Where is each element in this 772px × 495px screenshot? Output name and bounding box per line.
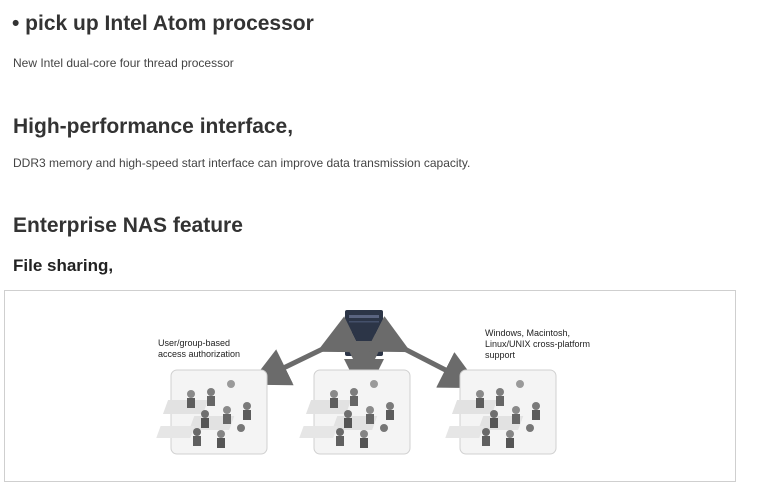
right-caption: Windows, Macintosh, Linux/UNIX cross-pla… xyxy=(485,328,590,361)
arrow-right xyxy=(366,316,481,389)
left-caption-line: User/group-based xyxy=(158,338,231,348)
processor-heading: • pick up Intel Atom processor xyxy=(12,12,314,35)
file-sharing-heading: File sharing, xyxy=(13,256,114,275)
processor-description: New Intel dual-core four thread processo… xyxy=(13,56,234,70)
right-caption-line: Linux/UNIX cross-platform xyxy=(485,339,591,349)
diagram-graphic xyxy=(155,310,557,455)
nas-server-icon xyxy=(345,310,383,356)
right-caption-line: Windows, Macintosh, xyxy=(485,328,571,338)
right-caption-line: support xyxy=(485,350,516,360)
interface-heading: High-performance interface, xyxy=(13,115,294,138)
left-caption-line: access authorization xyxy=(158,349,241,359)
arrow-left xyxy=(249,316,362,386)
office-right-icon xyxy=(444,369,557,455)
nas-feature-heading: Enterprise NAS feature xyxy=(13,214,243,237)
office-left-icon xyxy=(155,369,268,455)
left-caption: User/group-based access authorization xyxy=(158,338,240,360)
file-sharing-diagram: User/group-based access authorization Wi… xyxy=(4,290,736,482)
office-center-icon xyxy=(298,369,411,455)
interface-description: DDR3 memory and high-speed start interfa… xyxy=(13,156,471,170)
